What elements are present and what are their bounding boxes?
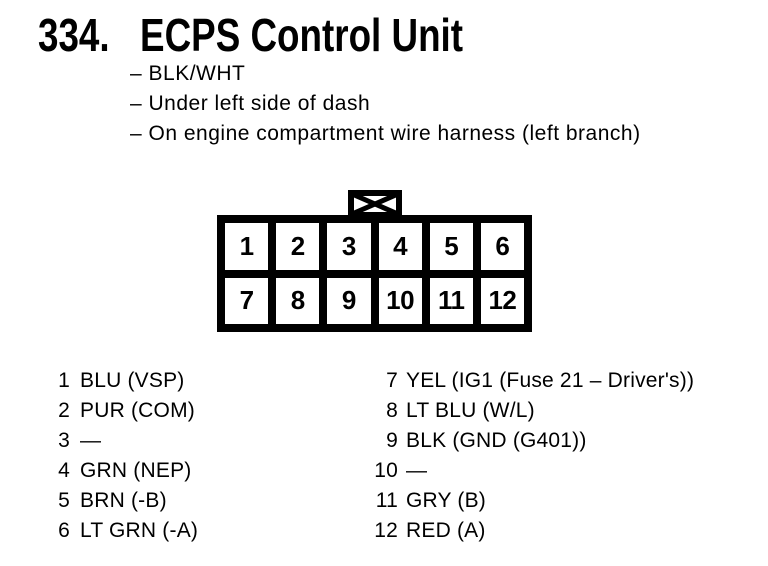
pin-number: 2 (58, 399, 70, 422)
pin-row: 5 BRN (-B) (40, 486, 198, 516)
pin-row: 4 GRN (NEP) (40, 456, 198, 486)
connector-cavity: 1 (225, 223, 269, 270)
connector-cavity: 9 (327, 277, 371, 324)
connector-cavity: 11 (429, 277, 473, 324)
note-line: – BLK/WHT (130, 62, 246, 85)
note-line: – On engine compartment wire harness (le… (130, 122, 641, 145)
pin-number: 10 (374, 459, 398, 482)
pin-label: LT GRN (-A) (80, 519, 199, 542)
pin-number: 12 (374, 519, 398, 542)
pin-row: 11 GRY (B) (360, 486, 694, 516)
pin-row: 3 — (40, 426, 198, 456)
pin-row: 10 — (360, 456, 694, 486)
pin-number: 5 (58, 489, 70, 512)
pin-label: GRY (B) (406, 489, 486, 512)
connector-cavity: 3 (327, 223, 371, 270)
pin-label: GRN (NEP) (80, 459, 192, 482)
connector-cavity: 2 (276, 223, 320, 270)
pin-list-left: 1 BLU (VSP) 2 PUR (COM) 3 — 4 GRN (NEP) … (40, 366, 198, 546)
note-line: – Under left side of dash (130, 92, 371, 115)
pin-number: 8 (386, 399, 398, 422)
connector-cavity: 4 (378, 223, 422, 270)
section-title: ECPS Control Unit (140, 9, 464, 61)
pin-row: 9 BLK (GND (G401)) (360, 426, 694, 456)
pin-row: 2 PUR (COM) (40, 396, 198, 426)
pin-label: BLU (VSP) (80, 369, 185, 392)
pin-number: 11 (375, 489, 398, 512)
connector-cavity: 8 (276, 277, 320, 324)
page-title: 334. ECPS Control Unit (38, 12, 463, 58)
pin-number: 6 (58, 519, 70, 542)
pin-row: 1 BLU (VSP) (40, 366, 198, 396)
connector-cavity: 12 (480, 277, 524, 324)
pin-label: LT BLU (W/L) (406, 399, 535, 422)
pin-row: 8 LT BLU (W/L) (360, 396, 694, 426)
section-number: 334. (38, 9, 110, 61)
pin-row: 7 YEL (IG1 (Fuse 21 – Driver's)) (360, 366, 694, 396)
pin-label: BRN (-B) (80, 489, 167, 512)
pin-label: PUR (COM) (80, 399, 195, 422)
pin-label: RED (A) (406, 519, 486, 542)
pin-label: — (80, 429, 102, 452)
pin-list-right: 7 YEL (IG1 (Fuse 21 – Driver's)) 8 LT BL… (360, 366, 694, 546)
connector-cavity: 6 (480, 223, 524, 270)
connector-notes: – BLK/WHT – Under left side of dash – On… (130, 59, 641, 149)
pin-label: YEL (IG1 (Fuse 21 – Driver's)) (406, 369, 695, 392)
pin-row: 12 RED (A) (360, 516, 694, 546)
connector-cavity: 7 (225, 277, 269, 324)
connector-diagram: 1 2 3 4 5 6 7 8 9 10 11 12 (217, 215, 532, 332)
pin-number: 3 (58, 429, 70, 452)
connector-cavity: 10 (378, 277, 422, 324)
pin-number: 1 (58, 369, 70, 392)
pin-number: 4 (58, 459, 70, 482)
pin-number: 9 (386, 429, 398, 452)
pin-label: — (406, 459, 428, 482)
connector-cavity: 5 (429, 223, 473, 270)
pin-row: 6 LT GRN (-A) (40, 516, 198, 546)
pin-label: BLK (GND (G401)) (406, 429, 587, 452)
pin-number: 7 (386, 369, 398, 392)
connector-lock-tab-icon (348, 190, 402, 218)
